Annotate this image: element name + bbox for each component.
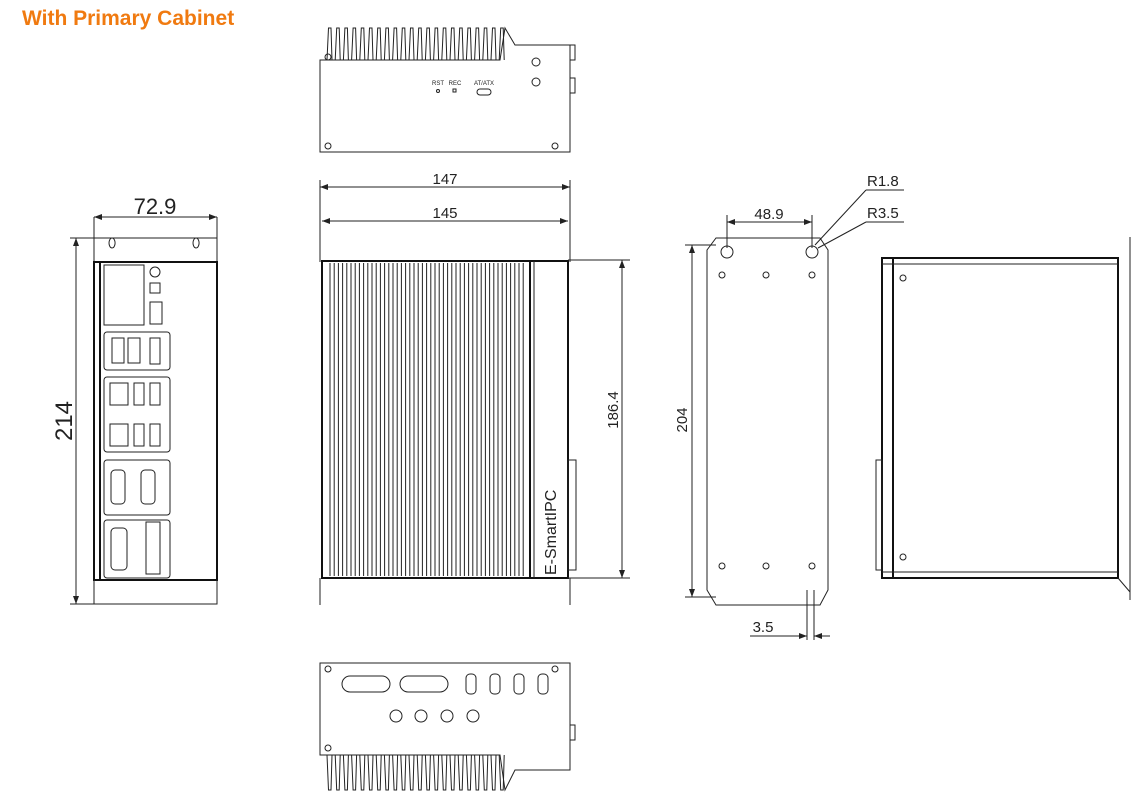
dim-r1-8: R1.8 bbox=[867, 173, 899, 190]
fin bbox=[490, 754, 497, 791]
fin bbox=[482, 27, 489, 61]
fin bbox=[482, 754, 489, 791]
drawing-title: With Primary Cabinet bbox=[22, 7, 235, 30]
screw-icon bbox=[324, 142, 332, 150]
fin bbox=[465, 754, 472, 791]
bottom-fins bbox=[326, 754, 505, 791]
main-view: 147 145 E-SmartIPC 186.4 bbox=[319, 171, 630, 605]
fin bbox=[351, 754, 358, 791]
label-rec: REC bbox=[449, 81, 462, 87]
fin bbox=[359, 754, 366, 791]
dim-147: 147 bbox=[432, 171, 457, 188]
fin bbox=[383, 754, 390, 791]
fin bbox=[375, 754, 382, 791]
screw-icon bbox=[551, 142, 559, 150]
fin bbox=[490, 27, 497, 61]
fin bbox=[367, 754, 374, 791]
fin bbox=[457, 27, 464, 61]
fin bbox=[375, 27, 382, 61]
antenna-icon bbox=[531, 57, 541, 67]
fin bbox=[400, 754, 407, 791]
dim-204: 204 bbox=[674, 407, 691, 432]
antenna-icon bbox=[531, 77, 541, 87]
fin bbox=[334, 754, 341, 791]
dim-3-5: 3.5 bbox=[753, 619, 774, 636]
fin bbox=[498, 27, 505, 61]
label-at-atx: AT/ATX bbox=[474, 81, 494, 87]
fin bbox=[424, 754, 431, 791]
fin bbox=[416, 754, 423, 791]
fin bbox=[441, 754, 448, 791]
dim-186-4: 186.4 bbox=[605, 391, 622, 429]
brand-logo: E-SmartIPC bbox=[543, 490, 560, 575]
right-side-view bbox=[875, 237, 1131, 600]
fin bbox=[392, 27, 399, 61]
fin bbox=[408, 27, 415, 61]
fin bbox=[367, 27, 374, 61]
fin bbox=[424, 27, 431, 61]
fin bbox=[474, 27, 481, 61]
dim-48-9: 48.9 bbox=[754, 206, 783, 223]
io-side-view: 72.9 214 bbox=[51, 194, 218, 605]
fin bbox=[326, 27, 333, 61]
fin bbox=[465, 27, 472, 61]
main-fins bbox=[329, 263, 524, 576]
fin bbox=[457, 754, 464, 791]
fin bbox=[342, 754, 349, 791]
fin bbox=[416, 27, 423, 61]
fin bbox=[392, 754, 399, 791]
bottom-view bbox=[319, 662, 576, 792]
dim-145: 145 bbox=[432, 205, 457, 222]
fin bbox=[359, 27, 366, 61]
fin bbox=[334, 27, 341, 61]
fin bbox=[474, 754, 481, 791]
fin bbox=[408, 754, 415, 791]
fin bbox=[449, 754, 456, 791]
top-view: RST REC AT/ATX bbox=[319, 26, 576, 153]
fin bbox=[383, 27, 390, 61]
fin bbox=[400, 27, 407, 61]
fin bbox=[326, 754, 333, 791]
top-fins bbox=[326, 27, 505, 61]
fin bbox=[449, 27, 456, 61]
fin bbox=[351, 27, 358, 61]
fin bbox=[433, 754, 440, 791]
fin bbox=[433, 27, 440, 61]
fin bbox=[498, 754, 505, 791]
bracket-view: 48.9 R1.8 R3.5 204 3.5 bbox=[674, 173, 904, 640]
label-rst: RST bbox=[432, 81, 444, 87]
screw-icon bbox=[324, 53, 332, 61]
dim-72-9: 72.9 bbox=[134, 194, 177, 219]
dim-214: 214 bbox=[51, 401, 78, 441]
fin bbox=[441, 27, 448, 61]
dim-r3-5: R3.5 bbox=[867, 205, 899, 222]
fin bbox=[342, 27, 349, 61]
